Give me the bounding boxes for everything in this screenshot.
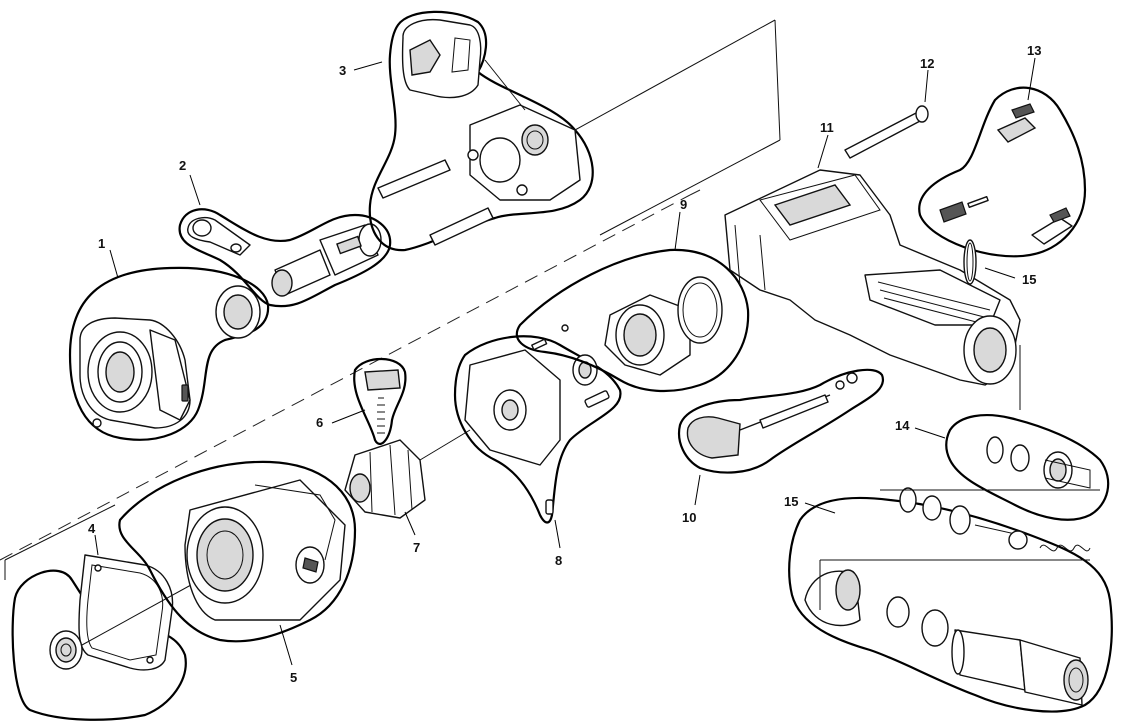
callout-5: 5 [290,670,297,685]
part-group-6-vane: 6 [316,357,407,445]
part-group-1-front-cover: 1 [68,236,270,441]
callout-7: 7 [413,540,420,555]
part-group-15-regulator: 15 [784,487,1113,713]
part-group-8-end-plate: 8 [453,335,622,568]
part-group-3-hammer-cage: 3 [339,10,594,252]
part-group-14-valve: 14 [895,345,1110,521]
callout-15a: 15 [1022,272,1036,287]
assembly-axis-lines [0,189,701,561]
part-group-4-gasket: 4 [11,521,201,721]
part-group-10-trigger: 10 [677,368,885,525]
callout-1: 1 [98,236,105,251]
callout-4: 4 [88,521,96,536]
callout-9: 9 [680,197,687,212]
callout-15b: 15 [784,494,798,509]
part-group-11-main-housing: 11 [724,120,1021,386]
reference-lines [4,19,781,580]
callout-2: 2 [179,158,186,173]
part-group-2-anvil: 2 [178,158,392,308]
part-group-7-rotor: 7 [344,429,471,555]
part-group-9-rear-ring: 9 [515,197,750,393]
callout-13: 13 [1027,43,1041,58]
part-group-5-motor-housing: 5 [118,460,357,685]
part-group-12-pin: 12 [844,56,934,159]
callout-10: 10 [682,510,696,525]
callout-8: 8 [555,553,562,568]
part-group-13-connectors: 13 [918,43,1087,258]
callout-3: 3 [339,63,346,78]
callout-12: 12 [920,56,934,71]
callout-11: 11 [820,120,834,135]
callout-14: 14 [895,418,910,433]
part-group-15-oring-upper: 15 [963,239,1036,287]
callout-6: 6 [316,415,323,430]
